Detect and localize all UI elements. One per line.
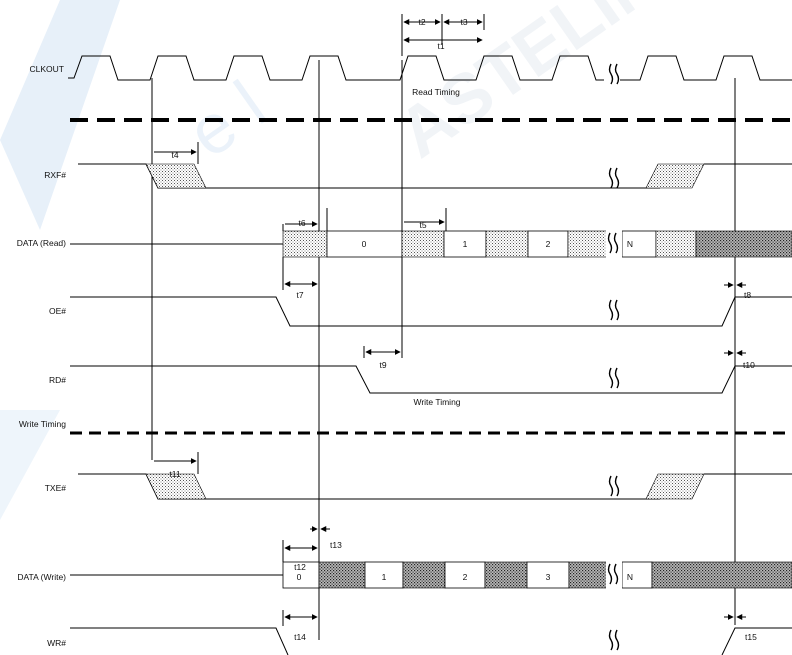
t1-t3-markers: t2 t3 t1 [401,14,485,56]
t5-label: t5 [419,220,426,230]
rd-wave: t9 t10 [70,346,792,394]
data-read-label: DATA (Read) [17,238,66,248]
wr-label: WR# [47,638,66,648]
read-cell-2: 2 [546,239,551,249]
clkout-wave [68,55,792,85]
t7-label: t7 [296,290,303,300]
read-cell-n: N [627,239,633,249]
rd-label: RD# [49,375,66,385]
t13-label: t13 [330,540,342,550]
wr-wave: t14 t15 [70,610,792,655]
rxf-label: RXF# [44,170,66,180]
txe-wave: t11 [78,452,792,500]
t4-label: t4 [171,150,178,160]
t3-label: t3 [460,17,467,27]
clkout-label: CLKOUT [30,64,64,74]
txe-label: TXE# [45,483,67,493]
t12-label: t12 [294,562,306,572]
t8-label: t8 [744,290,751,300]
signal-labels: CLKOUT RXF# DATA (Read) OE# RD# Write Ti… [17,64,67,648]
write-cell-0: 0 [297,572,302,582]
read-cell-1: 1 [463,239,468,249]
watermark: ASTELINK e l [0,0,715,520]
read-cell-0: 0 [362,239,367,249]
t6-label: t6 [298,218,305,228]
write-cell-n: N [627,572,633,582]
write-timing-center-label: Write Timing [413,397,460,407]
write-cell-2: 2 [463,572,468,582]
clkout-break-icon [608,63,620,85]
write-cell-3: 3 [546,572,551,582]
data-write-bus: 0 1 2 3 N t12 t13 [70,526,792,590]
t15-label: t15 [745,632,757,642]
t11-label: t11 [169,469,180,479]
data-read-bus: 0 1 2 N t6 t5 t7 [70,208,792,300]
write-cell-1: 1 [382,572,387,582]
oe-wave: t8 [70,282,792,327]
oe-label: OE# [49,306,66,316]
data-write-label: DATA (Write) [17,572,66,582]
t10-label: t10 [743,360,755,370]
write-timing-left-label: Write Timing [19,419,66,429]
t2-label: t2 [418,17,425,27]
reference-lines [151,60,736,640]
t14-label: t14 [294,632,306,642]
t9-label: t9 [379,360,386,370]
t1-label: t1 [437,41,444,51]
rxf-wave: t4 [78,142,792,189]
read-timing-label: Read Timing [412,87,460,97]
